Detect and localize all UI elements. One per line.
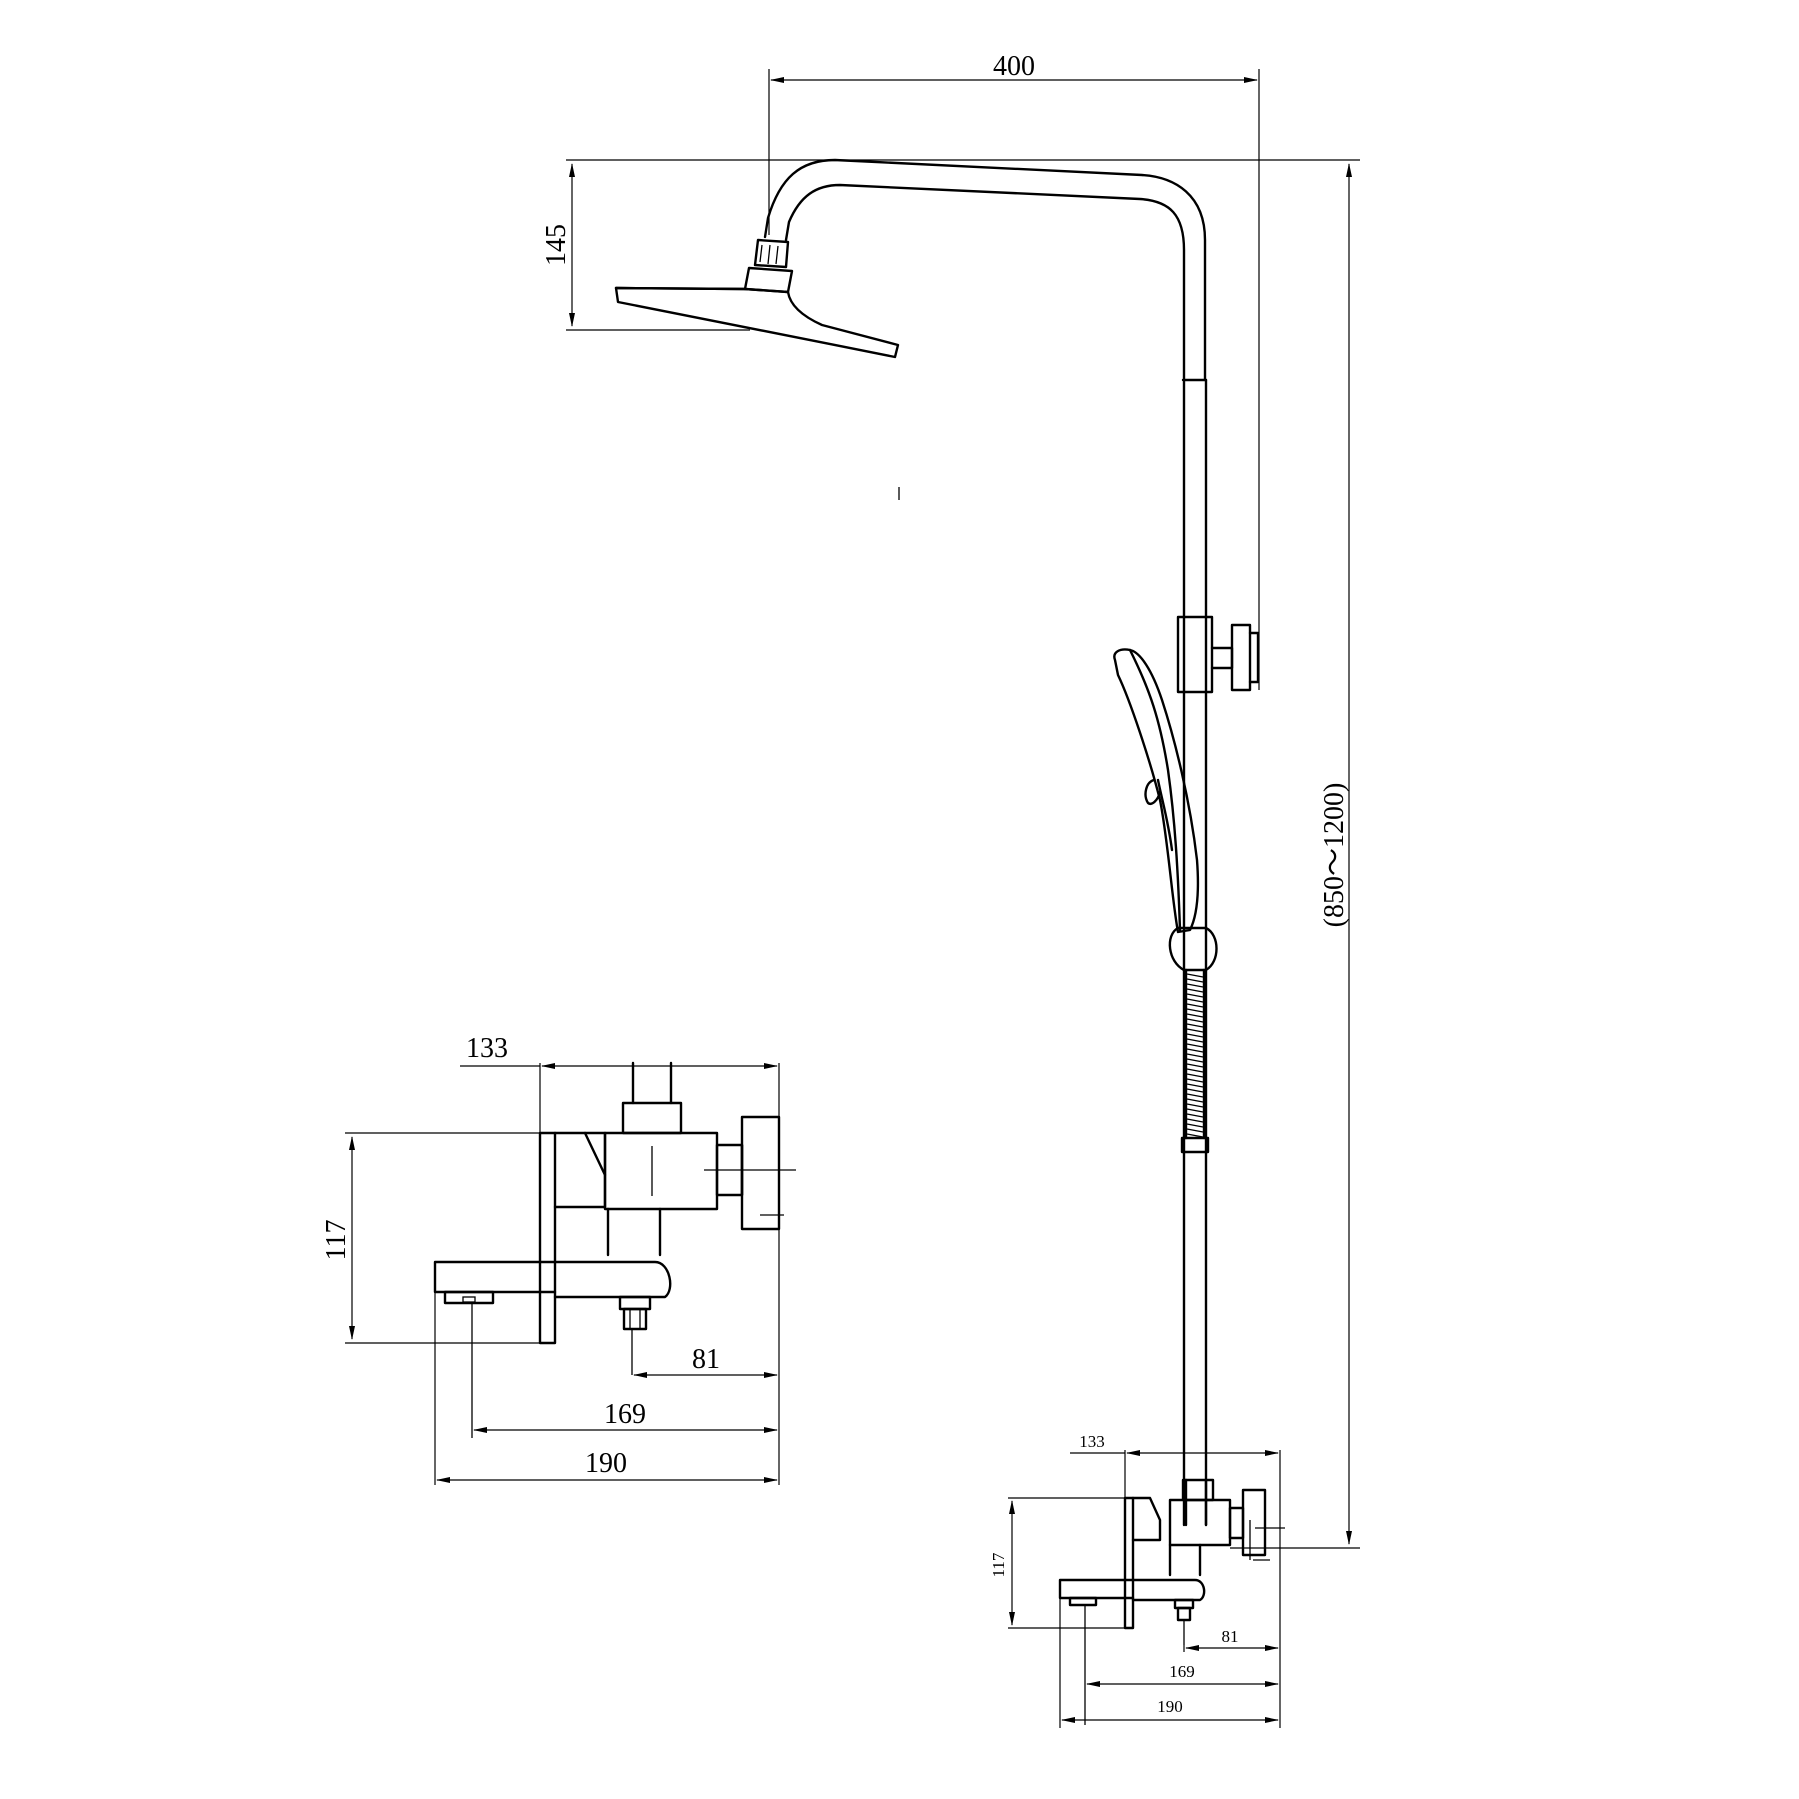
small-valve-body (1168, 1498, 1232, 1547)
dim-large-depth: 133 (466, 1033, 508, 1064)
head-connector-nut (753, 238, 790, 269)
dim-head-drop: 145 (541, 224, 572, 266)
mixer-wall-plate (538, 1131, 557, 1345)
dim-large-outlet: 81 (692, 1344, 720, 1375)
mixer-valve-body (603, 1131, 719, 1211)
slide-holder (1168, 926, 1218, 972)
shower-column (614, 158, 1260, 1527)
dim-rail-width: 400 (993, 51, 1035, 82)
wall-bracket (1176, 615, 1214, 694)
shower-arm-inner (784, 183, 1186, 382)
dim-small-total: 190 (1157, 1697, 1183, 1716)
shower-arm (763, 158, 1207, 382)
small-handle (1241, 1488, 1267, 1557)
rain-shower-head (614, 286, 900, 359)
dim-large-height: 117 (321, 1220, 352, 1261)
dim-small-height: 117 (989, 1552, 1008, 1577)
dim-large-spout: 169 (604, 1399, 646, 1430)
hand-shower (1113, 648, 1200, 934)
dim-small-depth: 133 (1079, 1432, 1105, 1451)
flexible-hose (1184, 968, 1206, 1140)
dim-height-range: (850～1200) (1319, 783, 1350, 928)
mixer-handle (740, 1115, 781, 1231)
riser-pipe (1182, 378, 1208, 1527)
hose-spiral (1186, 973, 1204, 1138)
overall-dimensions: 400 145 (850～1200) (541, 51, 1360, 1549)
mixer-detail-large (433, 1061, 796, 1438)
mixer-top-outlet (621, 1101, 683, 1135)
dim-small-spout: 169 (1169, 1662, 1195, 1681)
dim-large-total: 190 (585, 1448, 627, 1479)
mixer-dimensions-small: 133 117 81 169 190 (989, 1432, 1281, 1728)
mixer-detail-small (1058, 1478, 1285, 1725)
dim-small-outlet: 81 (1222, 1627, 1239, 1646)
mixer-dimensions-large: 133 117 81 169 190 (321, 1033, 780, 1485)
